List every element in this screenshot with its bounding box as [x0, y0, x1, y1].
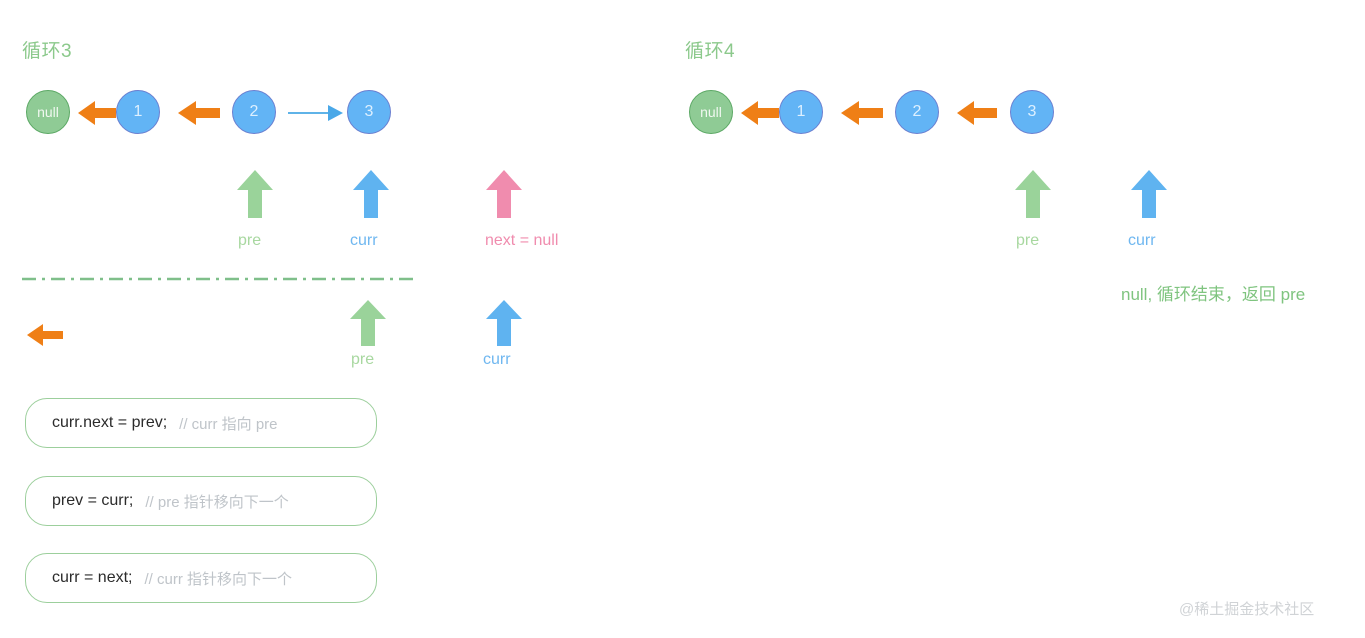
code-comment-2: // pre 指针移向下一个 — [145, 493, 289, 511]
node-null-right: null — [689, 90, 733, 134]
panel-title-loop4: 循环4 — [685, 41, 736, 62]
node-3-right: 3 — [1010, 90, 1054, 134]
loop-end-note: null, 循环结束，返回 pre — [1121, 285, 1306, 304]
link-arrow-3-to-2-right — [957, 101, 997, 125]
node-null-left: null — [26, 90, 70, 134]
node-2-right: 2 — [895, 90, 939, 134]
panel-title-loop3: 循环3 — [22, 41, 73, 62]
node-1-left: 1 — [116, 90, 160, 134]
code-statement-1: curr.next = prev; — [52, 414, 168, 431]
node-3-left: 3 — [347, 90, 391, 134]
pointer-label-pre-right: pre — [1016, 232, 1040, 249]
link-arrow-1-to-null-right — [741, 101, 779, 125]
link-arrow-2-to-3-left — [288, 105, 343, 121]
link-arrow-2-to-1-right — [841, 101, 883, 125]
code-statement-3: curr = next; — [52, 569, 133, 586]
pointer-arrow-pre-right — [1015, 170, 1051, 218]
link-arrow-1-to-null-left — [78, 101, 116, 125]
pointer-label-next-left: next = null — [485, 232, 559, 249]
pointer-arrow-pre-left — [237, 170, 273, 218]
pointer-label-curr-right: curr — [1128, 232, 1156, 249]
node-1-right: 1 — [779, 90, 823, 134]
pointer-arrow-next-left — [486, 170, 522, 218]
pointer-arrow-curr-right — [1131, 170, 1167, 218]
code-comment-3: // curr 指针移向下一个 — [144, 570, 292, 588]
standalone-left-arrow — [27, 324, 63, 346]
dash-dot-separator — [22, 277, 417, 281]
pointer-arrow-curr-left — [353, 170, 389, 218]
code-box-step-3: curr = next; // curr 指针移向下一个 — [25, 553, 377, 603]
pointer-label-curr-left-after: curr — [483, 351, 511, 368]
link-arrow-2-to-1-left — [178, 101, 220, 125]
pointer-arrow-curr-left-after — [486, 300, 522, 346]
node-2-left: 2 — [232, 90, 276, 134]
watermark: @稀土掘金技术社区 — [1179, 601, 1315, 618]
code-box-step-1: curr.next = prev; // curr 指向 pre — [25, 398, 377, 448]
pointer-label-pre-left: pre — [238, 232, 262, 249]
code-statement-2: prev = curr; — [52, 492, 134, 509]
code-comment-1: // curr 指向 pre — [179, 415, 278, 433]
pointer-arrow-pre-left-after — [350, 300, 386, 346]
code-box-step-2: prev = curr; // pre 指针移向下一个 — [25, 476, 377, 526]
pointer-label-pre-left-after: pre — [351, 351, 375, 368]
pointer-label-curr-left: curr — [350, 232, 378, 249]
